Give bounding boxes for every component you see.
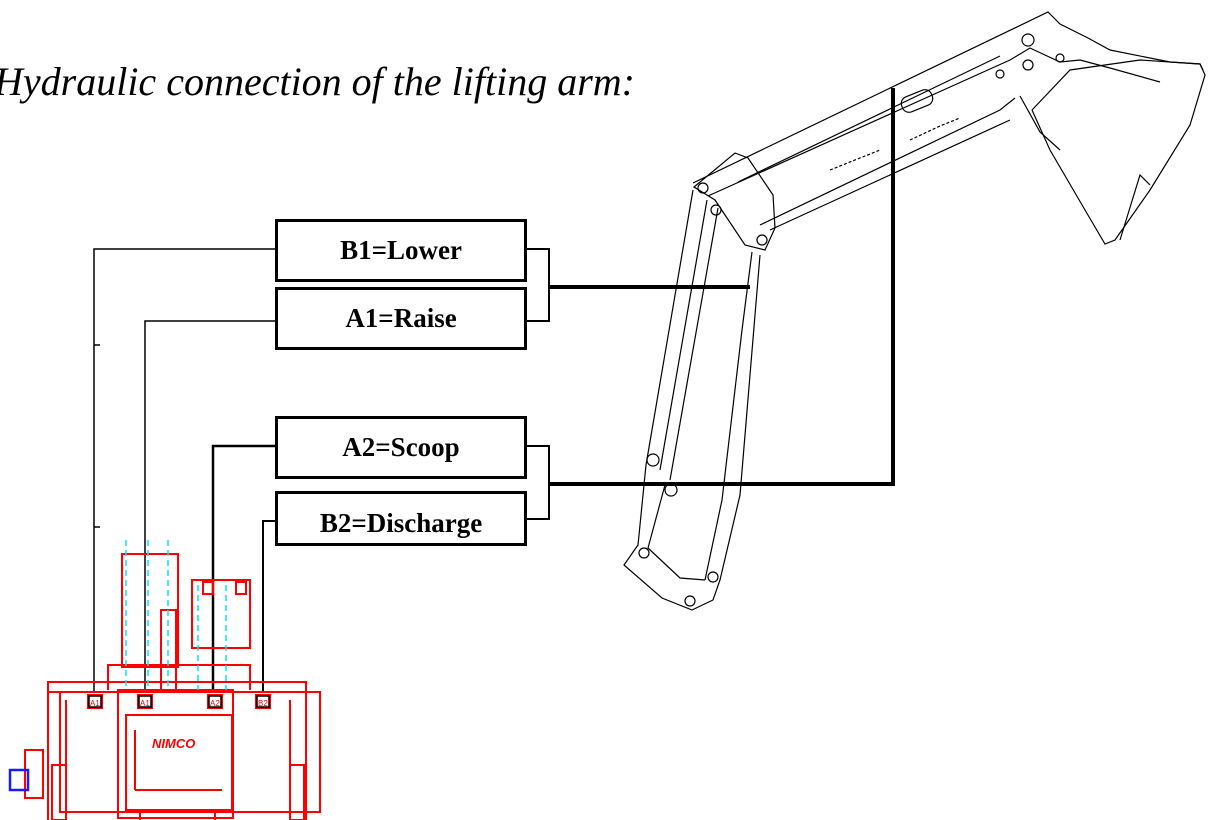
- valve-brand: NIMCO: [152, 736, 195, 751]
- valve-port-label-4: B2: [258, 699, 268, 708]
- valve-port-4: [256, 695, 270, 708]
- valve-port-1: [88, 695, 102, 708]
- valve-hidden-lines: [125, 540, 227, 690]
- valve-port-label-3: A2: [210, 699, 220, 708]
- valve-ports: [88, 695, 270, 708]
- valve-port-label-2: A1: [140, 699, 150, 708]
- valve-port-3: [208, 695, 222, 708]
- label-b2-text: B2=Discharge: [319, 508, 483, 538]
- valve-port-label-1: A1: [90, 699, 100, 708]
- control-valve-drawing: [24, 553, 321, 820]
- label-a1-raise: A1=Raise: [275, 287, 527, 350]
- blue-fitting: [8, 768, 30, 792]
- label-b1-text: B1=Lower: [340, 235, 462, 265]
- label-a2-text: A2=Scoop: [342, 432, 460, 462]
- loader-arm-drawing: [623, 11, 1206, 611]
- label-b2-discharge: B2=Discharge: [275, 491, 527, 546]
- diagram-title: Hydraulic connection of the lifting arm:: [0, 59, 635, 104]
- label-b1-lower: B1=Lower: [275, 219, 527, 282]
- valve-port-2: [138, 695, 152, 708]
- hydraulic-lines: [93, 88, 895, 692]
- label-a2-scoop: A2=Scoop: [275, 416, 527, 479]
- label-a1-text: A1=Raise: [345, 303, 457, 333]
